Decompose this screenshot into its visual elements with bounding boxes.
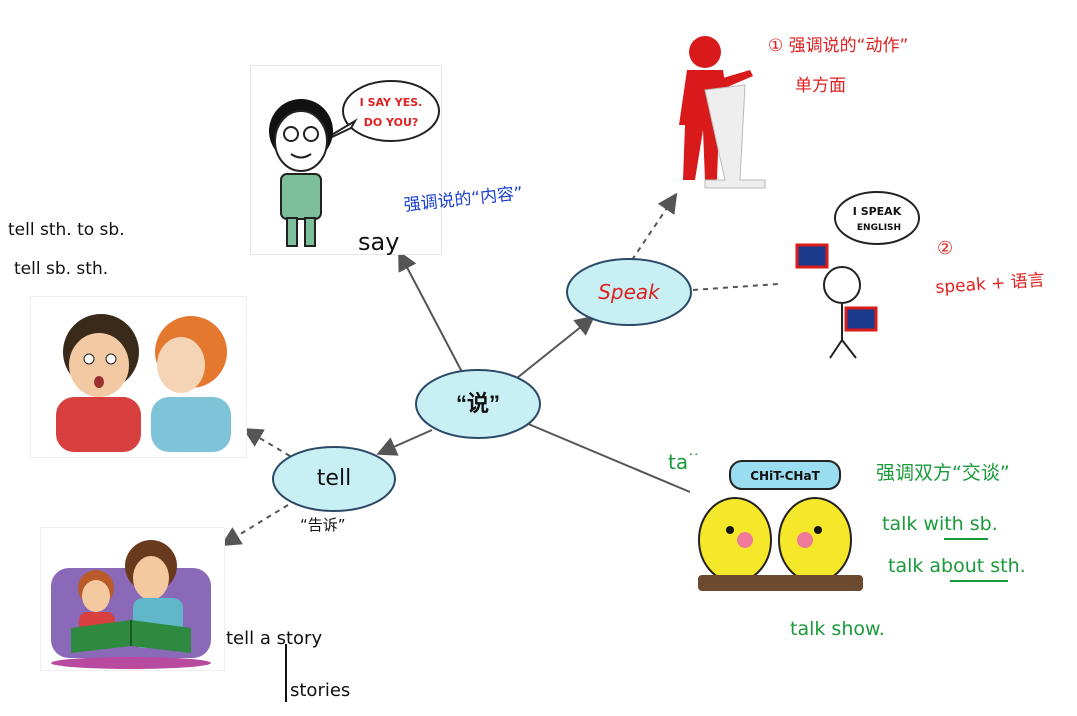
english-speaker-illustration: I SPEAK ENGLISH [795, 191, 920, 359]
man-speech-illustration: I SAY YES. DO YOU? [269, 80, 440, 247]
say-label: say [358, 228, 400, 256]
talk-about-underline [950, 580, 1008, 582]
node-speak-label: Speak [598, 280, 660, 304]
speak-note-1b: 单方面 [795, 76, 846, 96]
speak-note-2-num: ② [937, 238, 954, 259]
node-speak-ellipse [566, 258, 692, 326]
node-center-label: “说” [455, 391, 501, 416]
tell-stories-note: stories [290, 680, 351, 701]
node-center-ellipse [415, 369, 541, 439]
speak-english-picture: I SPEAK ENGLISH [782, 190, 922, 360]
talk-picture: CHiT-CHaT [690, 455, 875, 595]
tell-story-bracket [285, 644, 287, 702]
mother-reading-illustration [51, 540, 211, 669]
tell-story-picture [40, 527, 225, 671]
speak-bubble-line1: I SPEAK [853, 205, 902, 218]
node-tell-label: tell [316, 466, 352, 491]
dashed-tell-whisper [242, 427, 291, 457]
talk-with-note: talk with sb. [882, 513, 998, 535]
say-picture: I SAY YES. DO YOU? [250, 65, 442, 255]
girls-whisper-illustration [56, 314, 231, 452]
line-center-talk [525, 422, 691, 493]
talk-meaning-note: 强调双方“交谈” [876, 462, 1010, 484]
chatting-birds-illustration: CHiT-CHaT [698, 460, 863, 591]
talk-with-underline [944, 538, 988, 540]
say-bubble-line1: I SAY YES. [360, 96, 423, 109]
tell-story-note: tell a story [226, 628, 323, 649]
talk-show-note: talk show. [790, 618, 885, 640]
speaker-podium-illustration [679, 36, 766, 189]
arrow-center-say [398, 250, 463, 373]
tell-whisper-picture [30, 296, 247, 458]
dashed-speak-podium [631, 192, 678, 261]
speak-bubble-line2: ENGLISH [857, 223, 901, 233]
arrow-center-tell [376, 429, 433, 456]
dashed-speak-english [692, 283, 779, 291]
tell-meaning-note: “告诉” [300, 516, 346, 534]
dashed-tell-story [220, 504, 289, 547]
talk-about-note: talk about sth. [888, 555, 1026, 577]
talk-bubble-text: CHiT-CHaT [750, 469, 820, 483]
node-tell-ellipse [272, 446, 396, 512]
speak-podium-picture [665, 30, 795, 190]
say-bubble-line2: DO YOU? [364, 116, 419, 129]
tell-usage-2: tell sb. sth. [14, 259, 109, 279]
tell-usage-1: tell sth. to sb. [8, 220, 125, 240]
speak-note-1: ① 强调说的“动作” [768, 36, 909, 56]
arrow-center-speak [516, 315, 596, 379]
